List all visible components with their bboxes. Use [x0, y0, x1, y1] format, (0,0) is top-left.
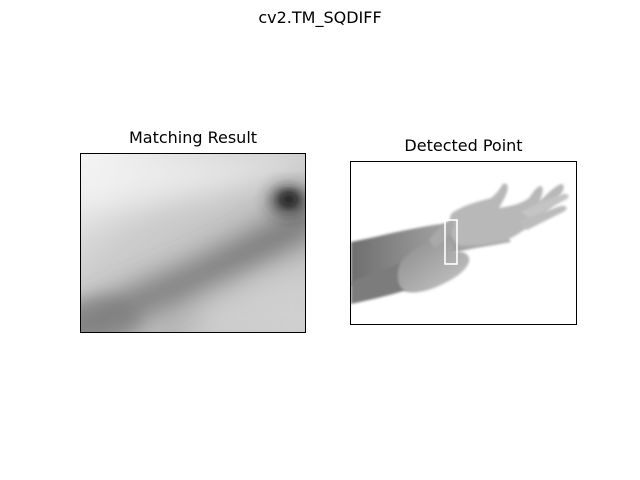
- detected-point-image: [350, 161, 577, 325]
- figure-title: cv2.TM_SQDIFF: [258, 8, 382, 27]
- matching-result-image: [80, 153, 306, 333]
- detected-point-title: Detected Point: [404, 136, 523, 155]
- detection-rectangle: [444, 219, 458, 265]
- matching-result-heatmap: [81, 154, 305, 332]
- hands-photo: [351, 162, 576, 324]
- matching-result-title: Matching Result: [128, 128, 258, 147]
